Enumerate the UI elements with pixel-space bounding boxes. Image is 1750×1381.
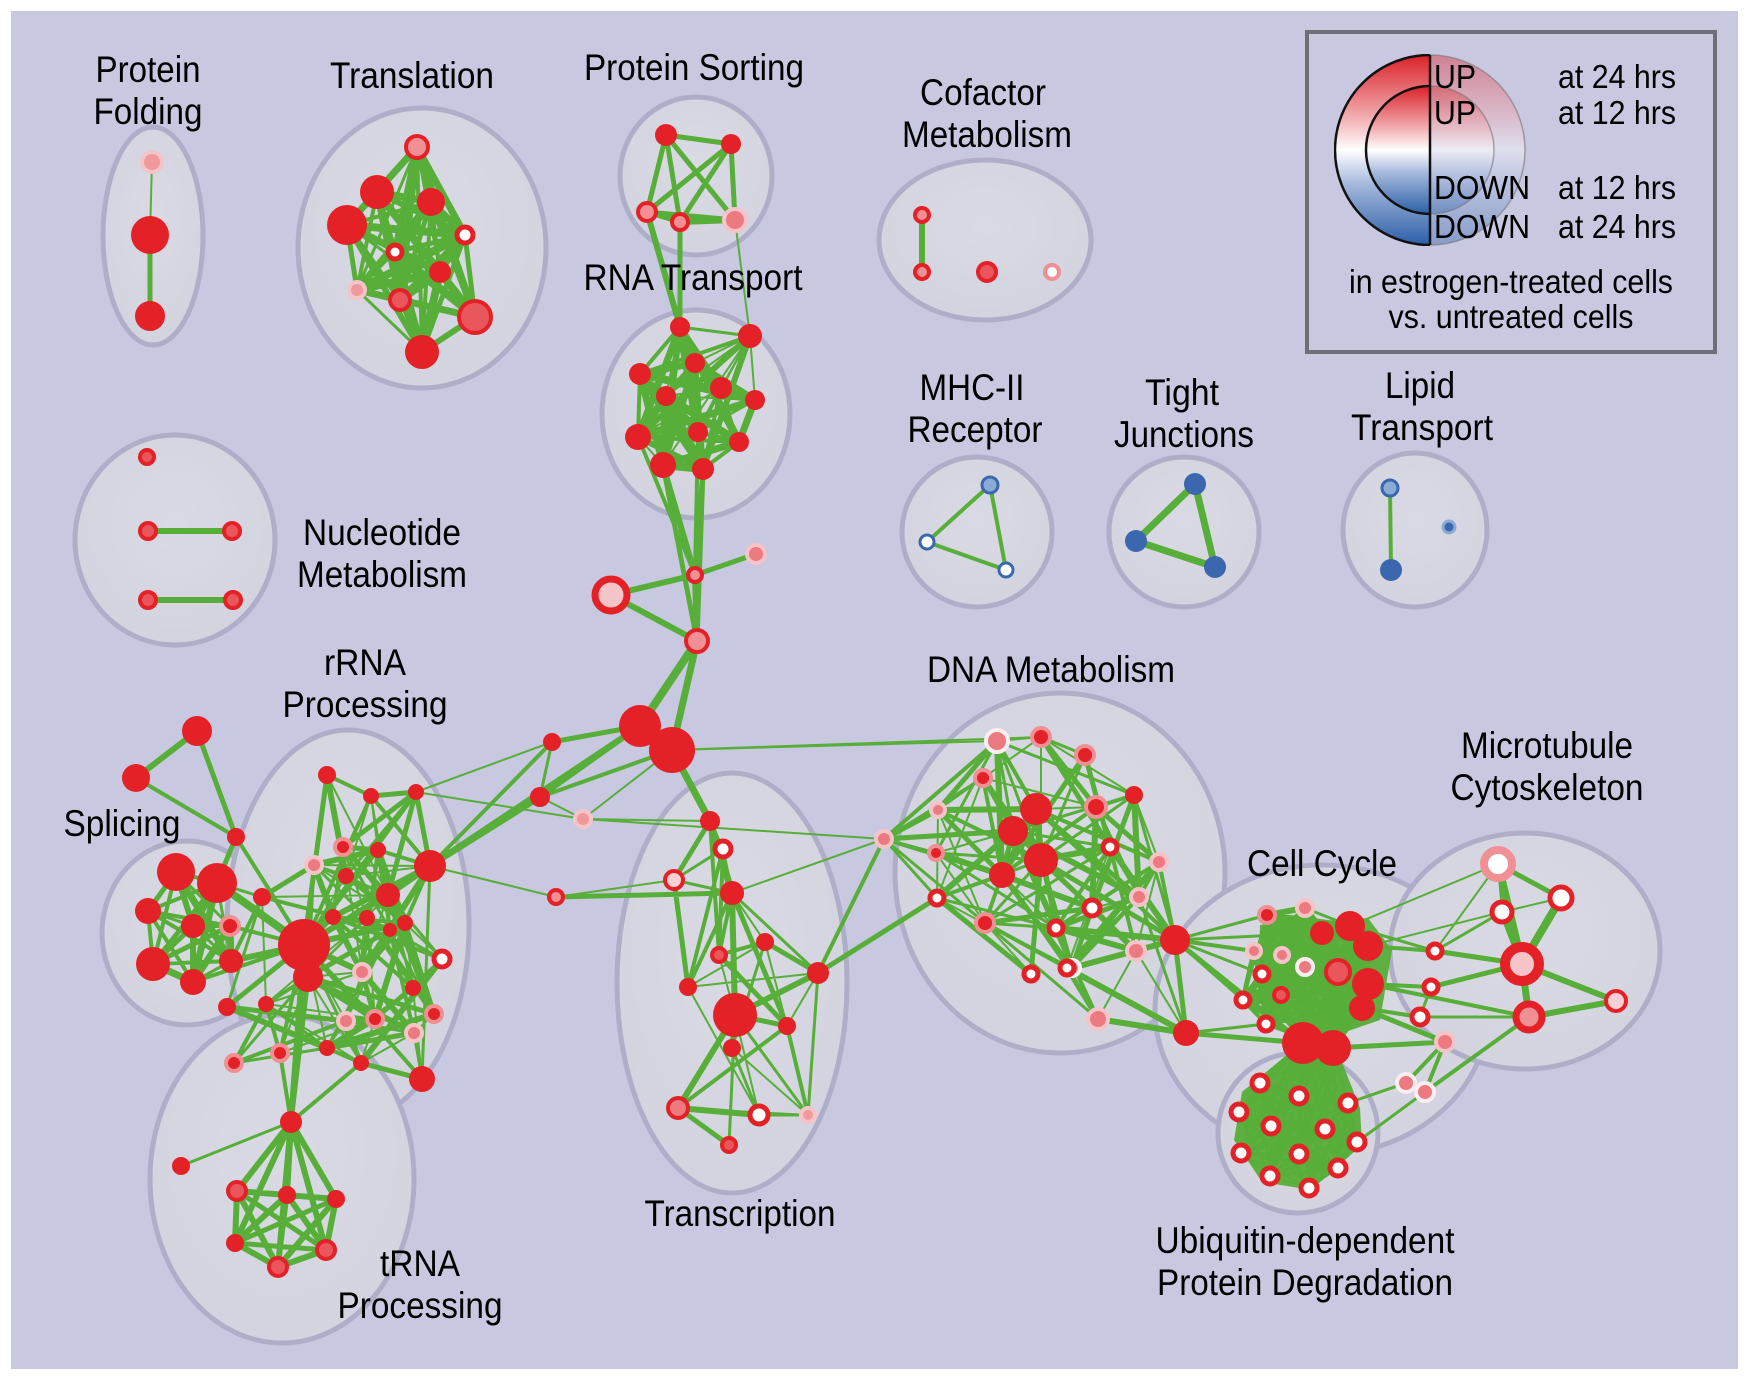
- svg-text:MHC-II: MHC-II: [920, 367, 1025, 408]
- svg-text:Splicing: Splicing: [64, 803, 181, 844]
- svg-text:Processing: Processing: [338, 1285, 503, 1326]
- svg-text:Microtubule: Microtubule: [1461, 725, 1633, 766]
- svg-text:Processing: Processing: [283, 684, 448, 725]
- svg-text:at 24 hrs: at 24 hrs: [1558, 58, 1676, 95]
- svg-text:Cofactor: Cofactor: [920, 72, 1046, 113]
- svg-text:Lipid: Lipid: [1385, 365, 1455, 406]
- svg-text:Protein Degradation: Protein Degradation: [1157, 1262, 1453, 1303]
- svg-text:Translation: Translation: [330, 55, 494, 96]
- svg-text:DNA Metabolism: DNA Metabolism: [927, 649, 1175, 690]
- svg-text:at 12 hrs: at 12 hrs: [1558, 94, 1676, 131]
- svg-text:Transcription: Transcription: [645, 1193, 836, 1234]
- svg-text:Tight: Tight: [1145, 372, 1220, 413]
- svg-text:DOWN: DOWN: [1434, 169, 1530, 206]
- svg-text:UP: UP: [1434, 94, 1476, 131]
- svg-text:Cytoskeleton: Cytoskeleton: [1451, 767, 1644, 808]
- svg-text:Receptor: Receptor: [908, 409, 1043, 450]
- svg-text:Metabolism: Metabolism: [902, 114, 1072, 155]
- svg-text:RNA Transport: RNA Transport: [584, 257, 804, 298]
- svg-text:tRNA: tRNA: [380, 1243, 460, 1284]
- svg-text:Transport: Transport: [1351, 407, 1494, 448]
- svg-text:Protein: Protein: [96, 49, 201, 90]
- svg-text:Folding: Folding: [94, 91, 203, 132]
- svg-text:Junctions: Junctions: [1114, 414, 1254, 455]
- svg-text:at 12 hrs: at 12 hrs: [1558, 169, 1676, 206]
- svg-text:UP: UP: [1434, 58, 1476, 95]
- svg-text:rRNA: rRNA: [324, 642, 406, 683]
- svg-text:vs. untreated cells: vs. untreated cells: [1389, 298, 1634, 335]
- svg-text:Protein Sorting: Protein Sorting: [584, 47, 804, 88]
- svg-text:Ubiquitin-dependent: Ubiquitin-dependent: [1156, 1220, 1456, 1261]
- svg-text:Metabolism: Metabolism: [297, 554, 467, 595]
- svg-text:at 24 hrs: at 24 hrs: [1558, 208, 1676, 245]
- svg-text:in estrogen-treated cells: in estrogen-treated cells: [1349, 263, 1673, 300]
- svg-text:Cell Cycle: Cell Cycle: [1247, 843, 1397, 884]
- svg-text:DOWN: DOWN: [1434, 208, 1530, 245]
- svg-text:Nucleotide: Nucleotide: [303, 512, 461, 553]
